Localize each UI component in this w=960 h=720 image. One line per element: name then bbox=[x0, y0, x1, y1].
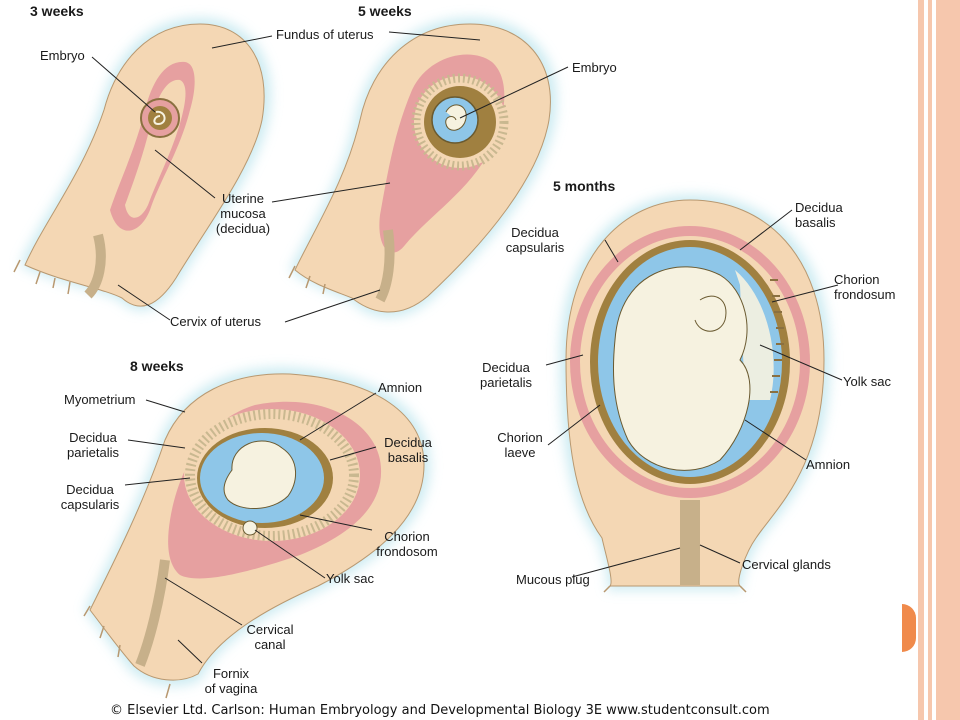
label-yolk-sac-5m: Yolk sac bbox=[843, 374, 891, 389]
stage-title-5-weeks: 5 weeks bbox=[358, 3, 412, 19]
label-amnion-5m: Amnion bbox=[806, 457, 851, 472]
stage-title-8-weeks: 8 weeks bbox=[130, 358, 184, 374]
label-embryo-3w: Embryo bbox=[40, 48, 85, 63]
label-cervix-of-uterus: Cervix of uterus bbox=[170, 314, 262, 329]
label-mucous-plug: Mucous plug bbox=[516, 572, 590, 587]
label-fundus-of-uterus: Fundus of uterus bbox=[276, 27, 374, 42]
label-decidua-capsularis-5m: Decidua capsularis bbox=[505, 225, 565, 255]
uterus-5-weeks bbox=[288, 18, 557, 317]
label-decidua-basalis-8w: Decidua basalis bbox=[384, 435, 432, 465]
label-decidua-capsularis-8w: Decidua capsularis bbox=[60, 482, 120, 512]
slide-border-decoration bbox=[918, 0, 960, 720]
stage-title-5-months: 5 months bbox=[553, 178, 616, 194]
label-decidua-parietalis-5m: Decidua parietalis bbox=[479, 360, 533, 390]
copyright-credit: © Elsevier Ltd. Carlson: Human Embryolog… bbox=[110, 703, 770, 718]
label-decidua-basalis-5m: Decidua basalis bbox=[795, 200, 843, 230]
label-cervical-glands: Cervical glands bbox=[742, 557, 831, 572]
uterus-8-weeks bbox=[83, 367, 430, 699]
label-chorion-frondosum: Chorion frondosum bbox=[834, 272, 896, 302]
label-chorion-laeve: Chorion laeve bbox=[497, 430, 543, 460]
label-yolk-sac-8w: Yolk sac bbox=[326, 571, 374, 586]
label-amnion-8w: Amnion bbox=[378, 380, 423, 395]
label-chorion-frondosom: Chorion frondosom bbox=[376, 529, 438, 559]
label-decidua-parietalis-8w: Decidua parietalis bbox=[66, 430, 120, 460]
uterus-5-months bbox=[560, 195, 830, 593]
stage-title-3-weeks: 3 weeks bbox=[30, 3, 84, 19]
uterus-3-weeks bbox=[13, 18, 271, 311]
label-uterine-mucosa: Uterine mucosa (decidua) bbox=[215, 191, 271, 236]
label-fornix-of-vagina: Fornix of vagina bbox=[204, 666, 258, 696]
next-slide-tab[interactable] bbox=[902, 604, 916, 652]
label-myometrium: Myometrium bbox=[64, 392, 136, 407]
leader-lines bbox=[91, 31, 843, 664]
label-embryo-5w: Embryo bbox=[572, 60, 617, 75]
label-cervical-canal: Cervical canal bbox=[246, 622, 294, 652]
